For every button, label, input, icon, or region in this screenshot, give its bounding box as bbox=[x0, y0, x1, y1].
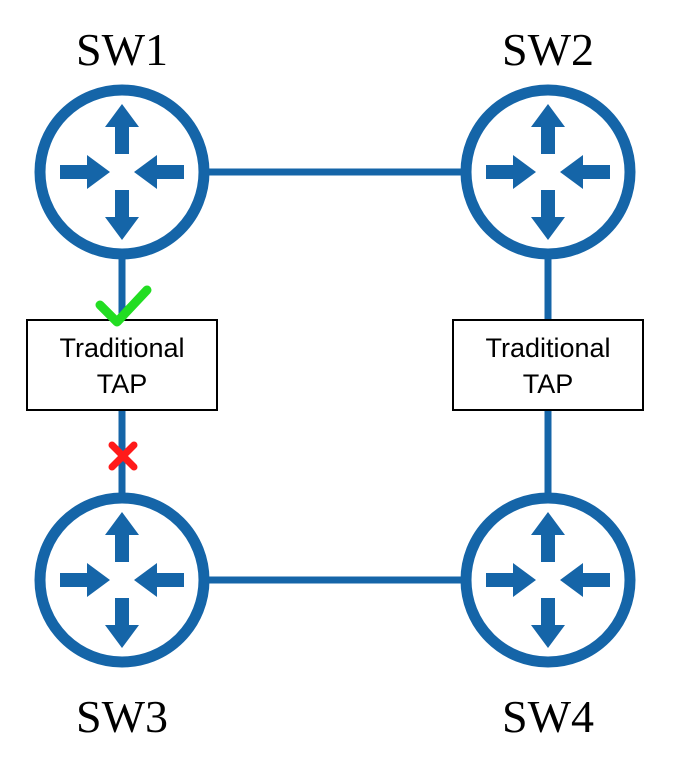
tap-label-line2: TAP bbox=[97, 369, 148, 399]
tap-box bbox=[452, 319, 644, 411]
router-ring bbox=[460, 492, 636, 668]
switch-label-sw3: SW3 bbox=[76, 691, 168, 742]
switch-sw3[interactable] bbox=[34, 492, 210, 668]
switch-sw2[interactable] bbox=[460, 84, 636, 260]
router-ring bbox=[460, 84, 636, 260]
tap-left[interactable]: Traditional TAP bbox=[26, 319, 218, 411]
checkmark-icon bbox=[95, 285, 152, 327]
switch-sw1[interactable] bbox=[34, 84, 210, 260]
switch-label-sw1: SW1 bbox=[76, 24, 168, 75]
tap-label-line1: Traditional bbox=[59, 333, 184, 363]
switch-sw4[interactable] bbox=[460, 492, 636, 668]
router-ring bbox=[34, 492, 210, 668]
tap-label-line1: Traditional bbox=[485, 333, 610, 363]
switch-label-sw2: SW2 bbox=[502, 24, 594, 75]
router-ring bbox=[34, 84, 210, 260]
tap-right[interactable]: Traditional TAP bbox=[452, 319, 644, 411]
links bbox=[118, 168, 552, 584]
tap-label-line2: TAP bbox=[523, 369, 574, 399]
x-mark-icon bbox=[108, 441, 138, 471]
switch-label-sw4: SW4 bbox=[502, 691, 594, 742]
